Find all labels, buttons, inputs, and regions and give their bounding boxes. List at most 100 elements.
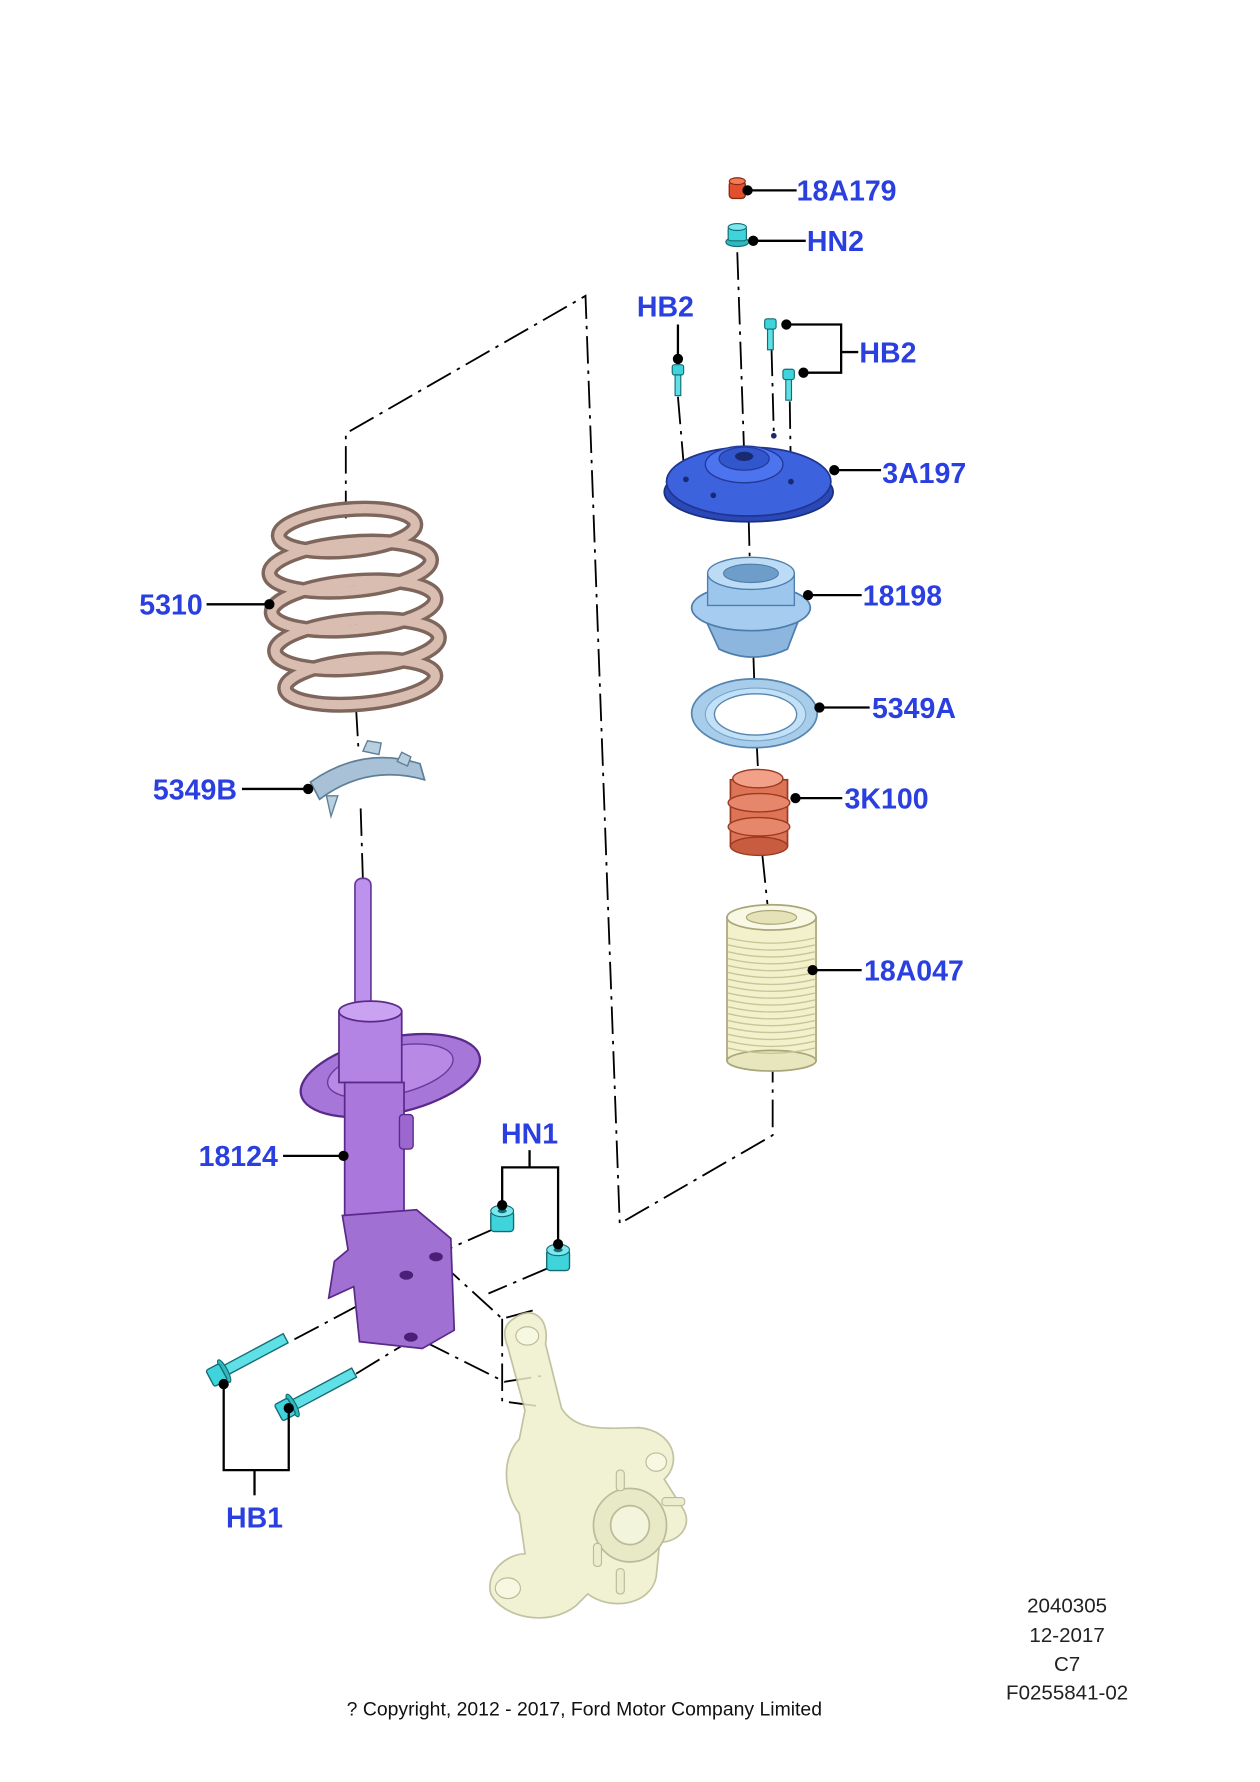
bump-stop-ridge (727, 792, 791, 813)
boot-ridge (727, 1040, 816, 1048)
wheel-stud (615, 1469, 625, 1492)
boot-ridge (727, 992, 816, 999)
bolt-shaft (785, 378, 793, 401)
leader-dot (742, 185, 753, 196)
leader-dot (338, 1150, 349, 1162)
mount-center-hole (735, 451, 754, 461)
boot-ridge (727, 1006, 816, 1013)
assembly-line (359, 808, 364, 881)
piston-rod (354, 877, 372, 1013)
boot-bottom (726, 1049, 817, 1072)
knuckle-hub-center (609, 1504, 651, 1546)
callout-upper-bolts-right: HB2 (781, 319, 916, 378)
knuckle-eye (515, 1326, 540, 1346)
bearing-bore (723, 563, 779, 584)
spring-coil-face (267, 575, 441, 636)
info-block: 2040305 12-2017 C7 F0255841-02 (1006, 1594, 1128, 1704)
callout-bump-stop: 3K100 (790, 783, 929, 815)
leader-dot (802, 589, 814, 601)
upper-nut-part (725, 223, 750, 248)
lower-bolt-1 (205, 1332, 289, 1387)
boot-ridge (727, 1013, 816, 1020)
upper-seat-hole (713, 693, 798, 736)
top-nut-part (728, 177, 746, 200)
callout-spring: 5310 (139, 590, 275, 622)
lower-nut-1 (490, 1204, 515, 1233)
boot-ridge (727, 1047, 816, 1054)
callout-lower-bolts: HB1 (218, 1378, 294, 1534)
mount-stud-hole (788, 478, 794, 485)
bolt-head (782, 368, 795, 381)
callout-label: HB2 (637, 291, 694, 323)
callout-bearing: 18198 (802, 580, 942, 612)
boot-ridge (727, 937, 816, 944)
bolt-head (671, 364, 685, 376)
callout-boot: 18A047 (807, 955, 964, 987)
callout-label: 5349A (872, 693, 956, 725)
callout-label: 18198 (863, 580, 942, 612)
strut-side-bracket (398, 1113, 414, 1150)
strut-upper-body (338, 1010, 403, 1084)
upper-bolt-left (671, 364, 685, 397)
strut-upper-cap (338, 1000, 403, 1023)
callout-upper-bolt-left: HB2 (637, 291, 694, 365)
callout-label: 18A179 (797, 176, 897, 208)
leader-dot (807, 964, 818, 976)
boot-ridge (727, 957, 816, 965)
bolt-head (764, 318, 777, 330)
leader-dot (283, 1403, 294, 1414)
callout-strut: 18124 (199, 1141, 349, 1173)
leader-dot (829, 464, 840, 476)
callout-top-nut: 18A179 (742, 176, 897, 208)
lower-nut-2 (546, 1243, 571, 1272)
assembly-line (488, 1267, 549, 1295)
upper-seat-part (690, 677, 819, 749)
bump-stop-part (727, 768, 791, 857)
leader-dot (218, 1378, 229, 1390)
mount-stud-hole (770, 432, 777, 439)
strut-assembly (299, 877, 482, 1350)
bump-stop-ridge (727, 816, 791, 837)
lower-seat-tab (361, 740, 383, 756)
strut-bearing-part (690, 556, 812, 658)
leader-dot (264, 599, 275, 610)
strut-mount-part (663, 432, 835, 523)
callout-upper-seat: 5349A (814, 693, 956, 725)
wheel-stud (661, 1497, 686, 1507)
mount-stud-hole (683, 476, 689, 483)
spring-coil-face (264, 537, 436, 597)
spring-coil-face (280, 654, 440, 710)
info-line-2: 12-2017 (1029, 1624, 1104, 1647)
leader-dot (303, 783, 314, 795)
assembly-line (355, 708, 360, 748)
boot-ridges (727, 937, 816, 1054)
callout-label: HN1 (501, 1118, 558, 1150)
boot-ridge (727, 1019, 816, 1027)
coil-spring (261, 500, 447, 713)
boot-ridge (727, 1026, 816, 1034)
knuckle-eye (645, 1452, 668, 1472)
callout-label: HN2 (807, 226, 864, 258)
assembly-line (747, 518, 751, 565)
boot-ridge (727, 978, 816, 986)
assembly-line (355, 1340, 410, 1375)
upper-nut-face (727, 223, 747, 232)
callout-lower-nuts: HN1 (497, 1118, 564, 1250)
wheel-stud (615, 1568, 625, 1595)
assembly-line (761, 855, 770, 911)
callout-label: 18124 (199, 1141, 278, 1173)
callout-lower-seat: 5349B (153, 774, 314, 806)
copyright-text: ? Copyright, 2012 - 2017, Ford Motor Com… (347, 1698, 822, 1720)
assembly-line (344, 294, 774, 1226)
lower-seat-band (309, 756, 426, 801)
boot-ridge (727, 971, 816, 979)
leader-dot (790, 792, 801, 804)
info-line-4: F0255841-02 (1006, 1681, 1128, 1704)
callout-label: HB1 (226, 1502, 283, 1534)
spring-coil-face (274, 504, 420, 557)
callout-label: 5349B (153, 774, 237, 806)
boot-ridge (727, 1033, 816, 1041)
leader-dot (552, 1239, 564, 1250)
lower-spring-seat (309, 740, 426, 820)
boot-ridge (727, 964, 816, 972)
